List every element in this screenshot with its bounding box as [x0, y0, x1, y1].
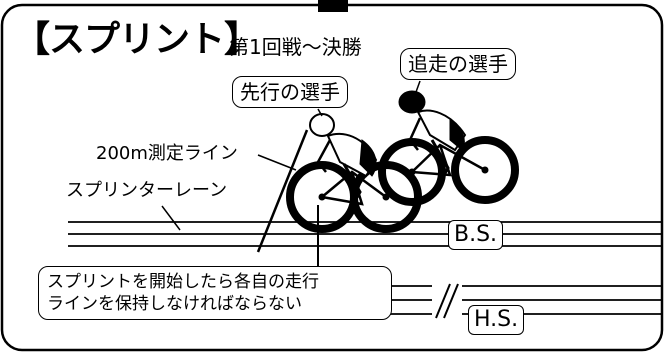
title-main: 【スプリント】 [14, 19, 260, 60]
back-straight-tag: B.S. [448, 220, 504, 250]
follower-callout-connector [415, 80, 421, 93]
track-break-mark [432, 282, 462, 320]
rule-note-line2: ラインを保持しなければならない [47, 294, 302, 314]
measure-line-label: 200m測定ライン [96, 143, 238, 164]
leader-callout-connector [317, 108, 323, 117]
home-straight-tag: H.S. [468, 305, 525, 335]
title-sub: 第1回戦〜決勝 [229, 35, 362, 59]
measure-line [256, 129, 309, 253]
top-tab [318, 0, 348, 12]
leader-rider [286, 113, 422, 233]
rule-note: スプリントを開始したら各自の走行 ラインを保持しなければならない [38, 266, 392, 320]
follower-rider [378, 90, 519, 206]
sprinter-lane-label: スプリンターレーン [66, 180, 228, 201]
track-lines-home-straight [386, 285, 662, 315]
rule-note-line1: スプリントを開始したら各自の走行 [47, 272, 319, 292]
follower-callout: 追走の選手 [400, 48, 516, 80]
measure-line-leader [257, 154, 297, 171]
sprinter-lane-leader [161, 205, 181, 231]
leader-callout: 先行の選手 [232, 76, 348, 108]
